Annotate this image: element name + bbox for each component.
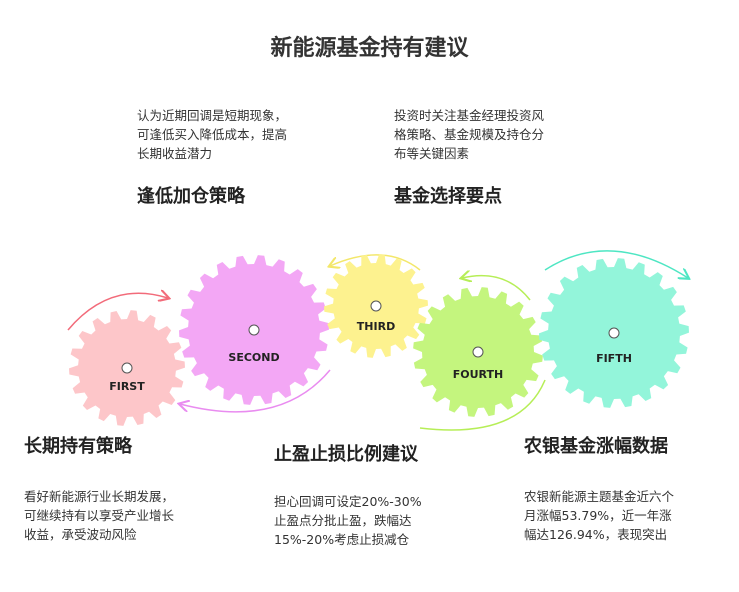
step-4-description: 投资时关注基金经理投资风 格策略、基金规模及持仓分 布等关键因素: [394, 106, 544, 163]
arrow-fifth: [544, 250, 688, 278]
gear-2: SECOND: [179, 255, 329, 405]
desc-line: 布等关键因素: [394, 146, 470, 161]
gear-2-hub: [248, 324, 260, 336]
step-1-description: 看好新能源行业长期发展， 可继续持有以享受产业增长 收益，承受波动风险: [24, 487, 174, 544]
gear-5: FIFTH: [539, 258, 689, 408]
gear-4-label: FOURTH: [453, 368, 503, 381]
desc-line: 投资时关注基金经理投资风: [394, 108, 545, 123]
desc-line: 看好新能源行业长期发展，: [24, 489, 175, 504]
gear-5-label: FIFTH: [596, 352, 632, 365]
step-2-heading: 逢低加仓策略: [137, 186, 245, 207]
gear-1-hub: [121, 362, 133, 374]
desc-line: 可逢低买入降低成本，提高: [137, 127, 288, 142]
desc-line: 可继续持有以享受产业增长: [24, 508, 175, 523]
desc-line: 幅达126.94%，表现突出: [524, 527, 668, 542]
gear-3: THIRD: [324, 254, 428, 358]
desc-line: 止盈点分批止盈，跌幅达: [274, 513, 412, 528]
desc-line: 15%-20%考虑止损减仓: [274, 532, 410, 547]
desc-line: 格策略、基金规模及持仓分: [394, 127, 545, 142]
desc-line: 担心回调可设定20%-30%: [274, 494, 422, 509]
step-2-description: 认为近期回调是短期现象， 可逢低买入降低成本，提高 长期收益潜力: [137, 106, 287, 163]
arrow-first: [67, 293, 168, 331]
step-3-heading: 止盈止损比例建议: [274, 444, 418, 465]
gear-3-label: THIRD: [357, 320, 395, 333]
gear-1: FIRST: [69, 310, 185, 426]
desc-line: 收益，承受波动风险: [24, 527, 137, 542]
gear-4-hub: [472, 346, 484, 358]
gear-5-hub: [608, 327, 620, 339]
step-5-heading: 农银基金涨幅数据: [524, 436, 668, 457]
desc-line: 长期收益潜力: [137, 146, 213, 161]
page-title: 新能源基金持有建议: [270, 36, 469, 61]
gear-1-label: FIRST: [109, 380, 145, 393]
step-5-description: 农银新能源主题基金近六个 月涨幅53.79%，近一年涨 幅达126.94%，表现…: [524, 487, 674, 544]
arrow-second: [180, 369, 331, 413]
arrow-fourth-lower: [419, 379, 546, 431]
step-1-heading: 长期持有策略: [24, 436, 132, 457]
arrow-fourth: [462, 276, 531, 301]
desc-line: 农银新能源主题基金近六个: [524, 489, 675, 504]
gear-3-hub: [370, 300, 382, 312]
gear-4: FOURTH: [413, 287, 543, 417]
step-3-description: 担心回调可设定20%-30% 止盈点分批止盈，跌幅达 15%-20%考虑止损减仓: [274, 492, 422, 549]
desc-line: 认为近期回调是短期现象，: [137, 108, 288, 123]
step-4-heading: 基金选择要点: [394, 186, 502, 207]
desc-line: 月涨幅53.79%，近一年涨: [524, 508, 672, 523]
gear-2-label: SECOND: [228, 351, 279, 364]
